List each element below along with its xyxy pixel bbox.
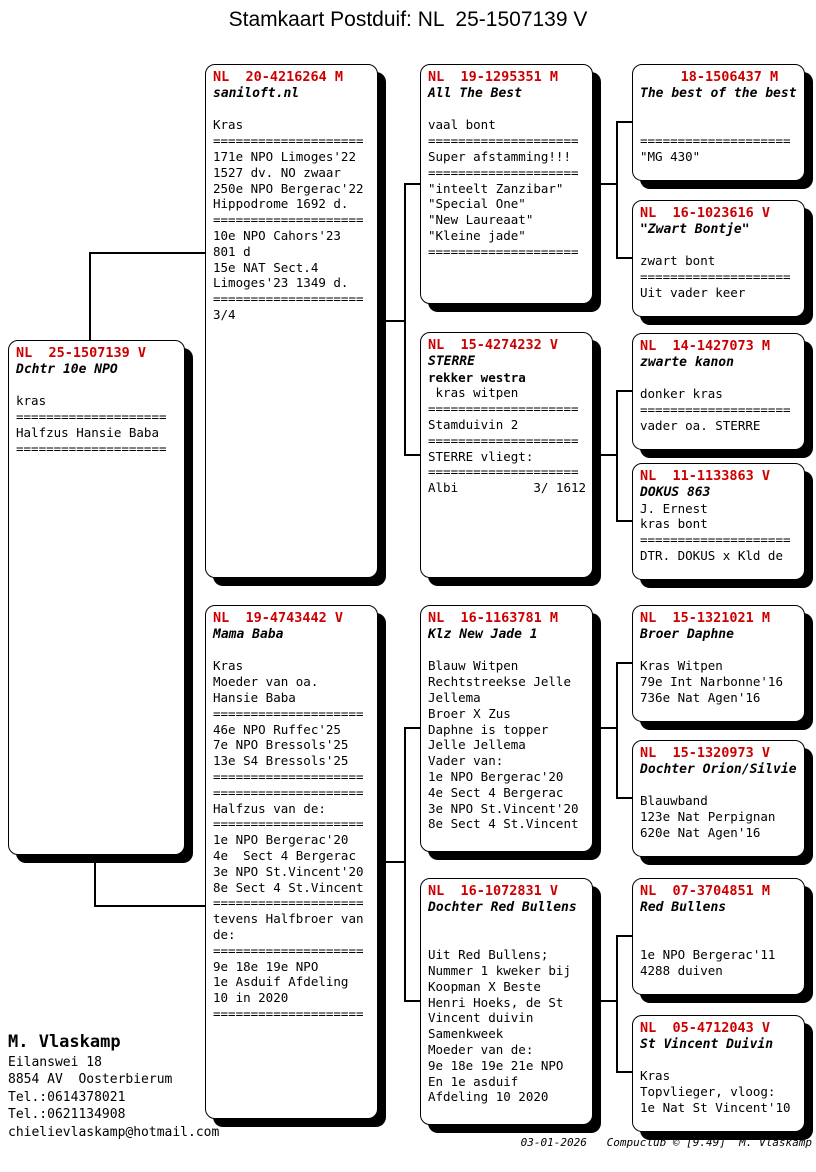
connector-line — [404, 1000, 422, 1002]
pigeon-name: "Zwart Bontje" — [640, 221, 750, 237]
pedigree-box-fathers-mother: NL 15-4274232 V STERRE rekker westra kra… — [420, 332, 593, 578]
connector-line — [616, 797, 634, 799]
pigeon-name: All The Best — [428, 85, 522, 101]
connector-line — [591, 183, 618, 185]
pedigree-box-mothers-father: NL 16-1163781 M Klz New Jade 1 Blauw Wit… — [420, 605, 593, 852]
pigeon-details: donker kras====================vader oa.… — [640, 386, 791, 433]
pigeon-name: Dchtr 10e NPO — [16, 361, 118, 377]
pigeon-name: zwarte kanon — [640, 354, 734, 370]
pigeon-name: Dochter Red Bullens — [428, 899, 577, 915]
ring-number: NL 19-4743442 V — [213, 610, 344, 626]
connector-line — [616, 935, 618, 1073]
ring-number: NL 25-1507139 V — [16, 345, 147, 361]
connector-line — [616, 390, 618, 522]
ring-number: NL 16-1163781 M — [428, 610, 559, 626]
pigeon-name: Klz New Jade 1 — [428, 626, 538, 642]
connector-line — [616, 390, 634, 392]
pigeon-details: rekker westra kras witpen===============… — [428, 369, 587, 496]
pigeon-name: The best of the best — [640, 85, 797, 101]
ring-number: 18-1506437 M — [640, 69, 779, 85]
connector-line — [616, 520, 634, 522]
pigeon-name: St Vincent Duivin — [640, 1036, 774, 1052]
pedigree-box-great-grandparent-3: NL 14-1427073 M zwarte kanon donker kras… — [632, 333, 805, 450]
footer-credit: 03-01-2026 Compuclub © [9.49] M. Vlaskam… — [520, 1136, 812, 1149]
connector-line — [616, 662, 634, 664]
ring-number: NL 15-4274232 V — [428, 337, 559, 353]
connector-line — [616, 1071, 634, 1073]
ring-number: NL 07-3704851 M — [640, 883, 771, 899]
connector-line — [616, 662, 618, 799]
pedigree-box-father: NL 20-4216264 M saniloft.nl Kras========… — [205, 64, 378, 578]
connector-line — [89, 252, 207, 254]
connector-line — [404, 183, 406, 456]
pigeon-details: Kras====================171e NPO Limoges… — [213, 117, 364, 322]
ring-number: NL 14-1427073 M — [640, 338, 771, 354]
pedigree-box-fathers-father: NL 19-1295351 M All The Best vaal bont==… — [420, 64, 593, 304]
connector-line — [616, 121, 618, 259]
connector-line — [404, 727, 422, 729]
pedigree-box-mothers-mother: NL 16-1072831 V Dochter Red Bullens Uit … — [420, 878, 593, 1125]
ring-number: NL 05-4712043 V — [640, 1020, 771, 1036]
connector-line — [591, 727, 618, 729]
connector-line — [591, 1000, 618, 1002]
pigeon-name: Mama Baba — [213, 626, 284, 642]
pigeon-name: STERRE — [428, 353, 475, 369]
pedigree-box-great-grandparent-7: NL 07-3704851 M Red Bullens 1e NPO Berge… — [632, 878, 805, 995]
ring-number: NL 15-1321021 M — [640, 610, 771, 626]
pedigree-box-subject: NL 25-1507139 V Dchtr 10e NPO kras======… — [8, 340, 185, 855]
ring-number: NL 11-1133863 V — [640, 468, 771, 484]
connector-line — [94, 853, 96, 907]
ring-number: NL 16-1023616 V — [640, 205, 771, 221]
pigeon-details: zwart bont====================Uit vader … — [640, 253, 791, 300]
connector-line — [376, 320, 406, 322]
pedigree-box-great-grandparent-2: NL 16-1023616 V "Zwart Bontje" zwart bon… — [632, 200, 805, 317]
pigeon-name: Dochter Orion/Silvie — [640, 761, 797, 777]
owner-name: M. Vlaskamp — [8, 1032, 121, 1052]
connector-line — [616, 257, 634, 259]
connector-line — [591, 454, 618, 456]
connector-line — [89, 252, 91, 342]
ring-number: NL 16-1072831 V — [428, 883, 559, 899]
pigeon-name: Broer Daphne — [640, 626, 734, 642]
pigeon-name: Red Bullens — [640, 899, 727, 915]
ring-number: NL 15-1320973 V — [640, 745, 771, 761]
connector-line — [616, 121, 634, 123]
connector-line — [376, 861, 406, 863]
pigeon-details: vaal bont====================Super afsta… — [428, 117, 579, 259]
pigeon-name: DOKUS 863 — [640, 484, 711, 500]
connector-line — [404, 183, 422, 185]
page-title: Stamkaart Postduif: NL 25-1507139 V — [228, 8, 588, 31]
pigeon-details: ===================="MG 430" — [640, 133, 791, 164]
pedigree-box-great-grandparent-5: NL 15-1321021 M Broer Daphne Kras Witpen… — [632, 605, 805, 722]
pedigree-box-great-grandparent-1: 18-1506437 M The best of the best ======… — [632, 64, 805, 181]
pigeon-name: saniloft.nl — [213, 85, 300, 101]
pigeon-details: kras====================Halfzus Hansie B… — [16, 393, 167, 456]
connector-line — [616, 935, 634, 937]
connector-line — [404, 454, 422, 456]
connector-line — [404, 727, 406, 1002]
connector-line — [94, 905, 207, 907]
pedigree-box-great-grandparent-6: NL 15-1320973 V Dochter Orion/Silvie Bla… — [632, 740, 805, 857]
ring-number: NL 20-4216264 M — [213, 69, 344, 85]
ring-number: NL 19-1295351 M — [428, 69, 559, 85]
